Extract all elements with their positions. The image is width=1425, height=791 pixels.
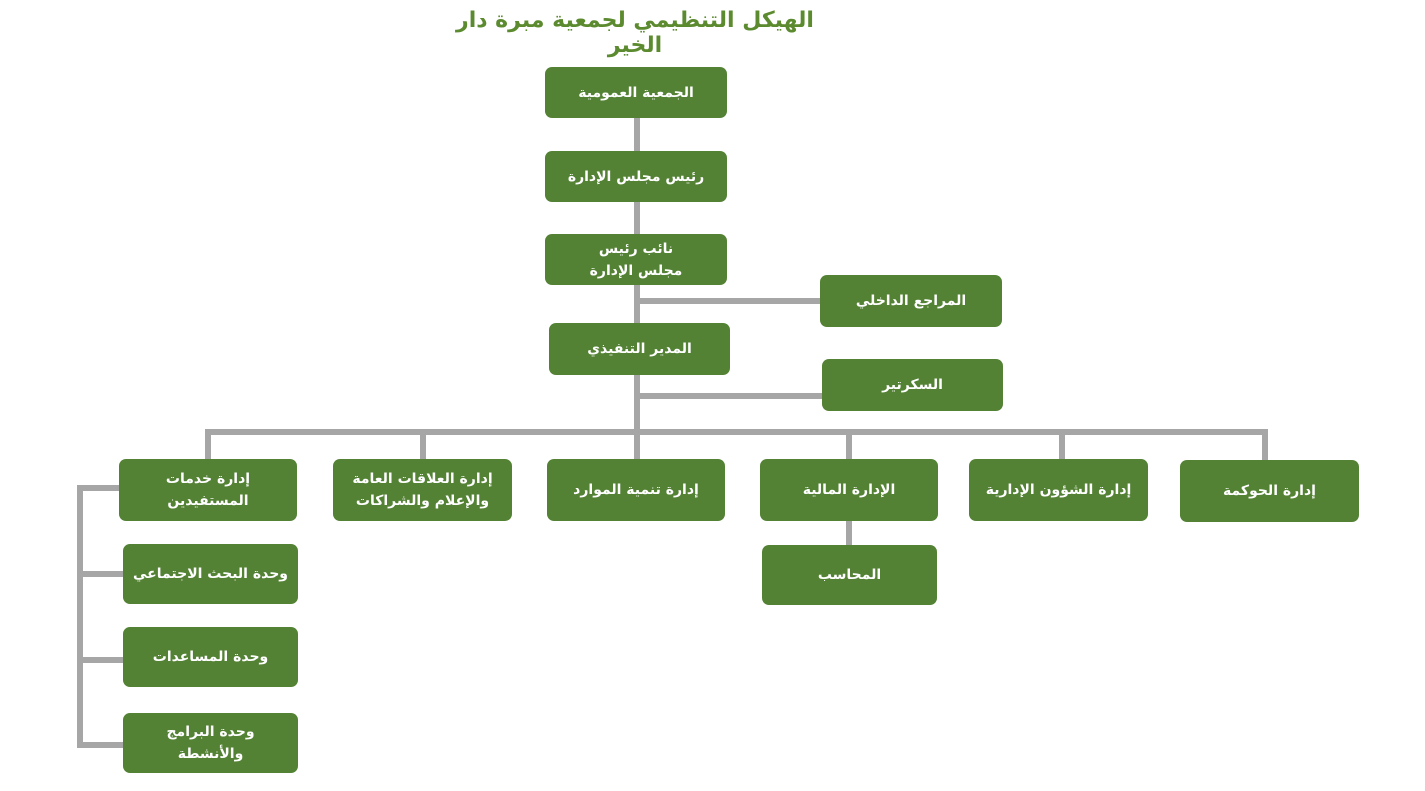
node-public-relations: إدارة العلاقات العامة والإعلام والشراكات xyxy=(333,459,512,521)
node-assistance: وحدة المساعدات xyxy=(123,627,298,687)
node-general-assembly: الجمعية العمومية xyxy=(545,67,727,118)
connector xyxy=(77,657,125,663)
connector xyxy=(205,429,211,461)
connector xyxy=(77,485,121,491)
node-programs: وحدة البرامج والأنشطة xyxy=(123,713,298,773)
connector xyxy=(1059,429,1065,461)
connector xyxy=(634,429,640,461)
connector xyxy=(846,520,852,547)
connector xyxy=(77,485,83,748)
node-resource-development: إدارة تنمية الموارد xyxy=(547,459,725,521)
node-accountant: المحاسب xyxy=(762,545,937,605)
connector xyxy=(77,742,125,748)
connector xyxy=(846,429,852,461)
connector xyxy=(205,429,1268,435)
node-secretary: السكرتير xyxy=(822,359,1003,411)
connector xyxy=(420,429,426,461)
node-finance: الإدارة المالية xyxy=(760,459,938,521)
node-beneficiary-services: إدارة خدمات المستفيدين xyxy=(119,459,297,521)
connector xyxy=(77,571,125,577)
node-internal-auditor: المراجع الداخلي xyxy=(820,275,1002,327)
connector xyxy=(1262,429,1268,461)
connector xyxy=(637,393,824,399)
node-social-research: وحدة البحث الاجتماعي xyxy=(123,544,298,604)
connector xyxy=(637,298,822,304)
node-chairman: رئيس مجلس الإدارة xyxy=(545,151,727,202)
node-admin-affairs: إدارة الشؤون الإدارية xyxy=(969,459,1148,521)
chart-title: الهيكل التنظيمي لجمعية مبرة دار الخير xyxy=(456,8,814,58)
node-governance: إدارة الحوكمة xyxy=(1180,460,1359,522)
node-executive-director: المدير التنفيذي xyxy=(549,323,730,375)
node-vice-chairman: نائب رئيس مجلس الإدارة xyxy=(545,234,727,285)
